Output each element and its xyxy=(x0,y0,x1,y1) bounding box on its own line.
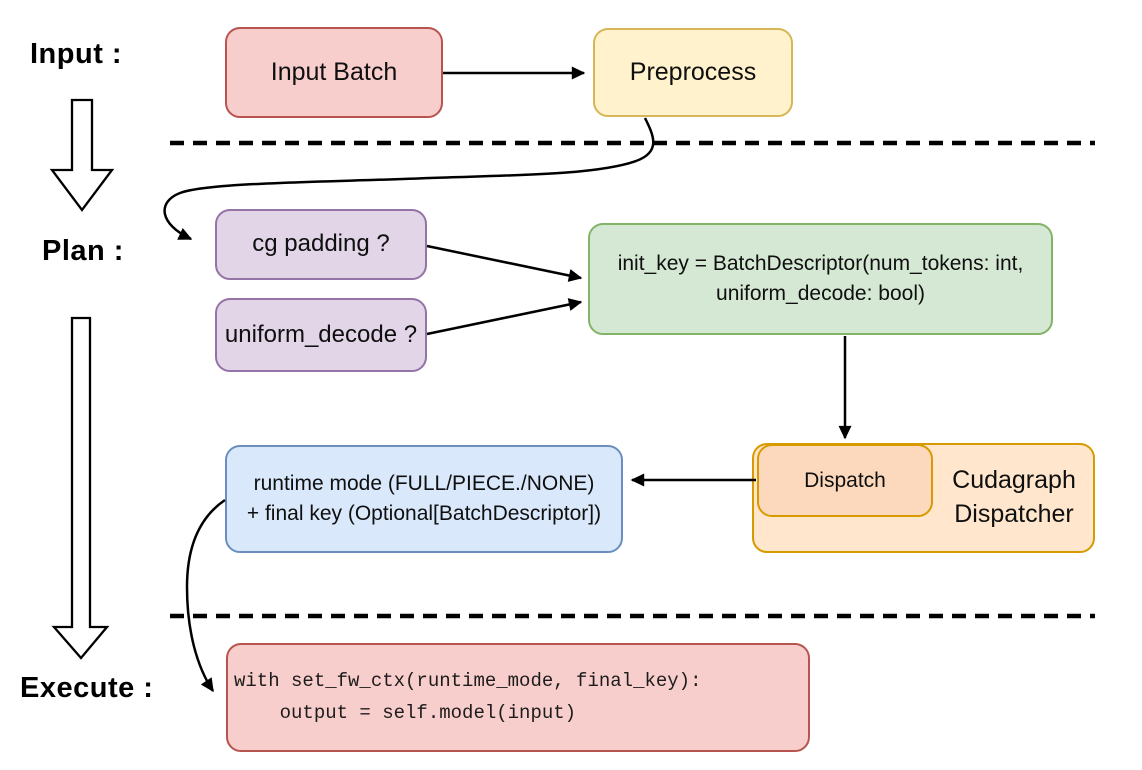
input-batch-node: Input Batch xyxy=(225,27,443,118)
dispatch-label: Dispatch xyxy=(804,468,886,492)
cg-padding-node: cg padding ? xyxy=(215,209,427,280)
uniform-decode-node: uniform_decode ? xyxy=(215,298,427,372)
input-stage-label: Input : xyxy=(30,38,123,70)
input-to-plan-arrow-icon xyxy=(49,98,115,212)
preprocess-node: Preprocess xyxy=(593,28,793,117)
execute-stage-label: Execute : xyxy=(20,672,154,704)
execute-code-line-1: with set_fw_ctx(runtime_mode, final_key)… xyxy=(234,670,702,693)
dispatch-node: Dispatch xyxy=(757,444,933,517)
cudagraph-dispatcher-label: Cudagraph Dispatcher xyxy=(952,466,1076,528)
plan-to-execute-arrow-icon xyxy=(51,316,110,660)
init-key-line-2: uniform_decode: bool) xyxy=(716,282,925,305)
runtime-mode-line-1: runtime mode (FULL/PIECE./NONE) xyxy=(253,472,595,496)
runtime-mode-line-2: + final key (Optional[BatchDescriptor]) xyxy=(246,502,602,525)
init-key-node: init_key = BatchDescriptor(num_tokens: i… xyxy=(588,223,1053,335)
edge-cg-padding-to-init-key xyxy=(426,244,583,282)
input-batch-label: Input Batch xyxy=(270,57,398,86)
execute-code-node: with set_fw_ctx(runtime_mode, final_key)… xyxy=(226,643,810,752)
runtime-mode-node: runtime mode (FULL/PIECE./NONE) + final … xyxy=(225,445,623,553)
edge-runtime-mode-to-execute xyxy=(185,498,226,693)
edge-uniform-decode-to-init-key xyxy=(426,298,583,336)
uniform-decode-label: uniform_decode ? xyxy=(224,320,418,348)
preprocess-label: Preprocess xyxy=(629,57,757,86)
execute-code-line-2: output = self.model(input) xyxy=(234,701,577,724)
cg-padding-label: cg padding ? xyxy=(252,230,390,258)
init-key-line-1: init_key = BatchDescriptor(num_tokens: i… xyxy=(617,252,1024,276)
plan-stage-label: Plan : xyxy=(42,235,124,267)
